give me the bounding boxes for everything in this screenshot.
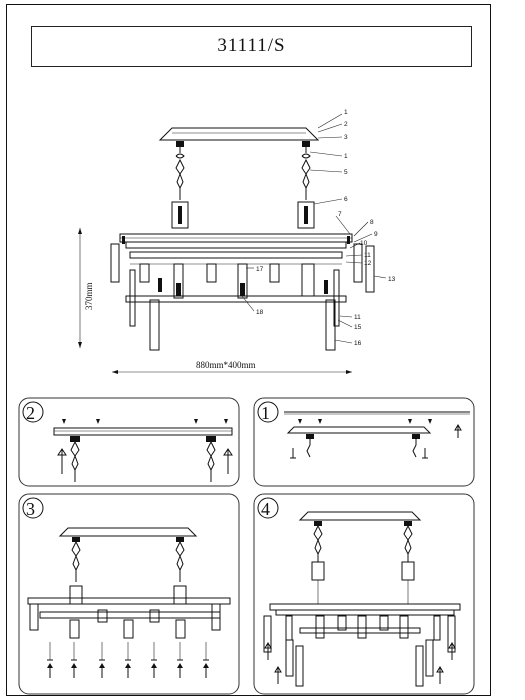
step-number: 1 — [261, 403, 270, 423]
part-label: 11 — [354, 314, 361, 321]
lamp-holders — [139, 263, 315, 299]
part-label: 18 — [256, 309, 264, 316]
step-1-panel: 1 — [253, 397, 475, 487]
part-label: 9 — [374, 231, 378, 238]
chain-left — [171, 141, 189, 229]
width-dimension: 880mm*400mm — [112, 360, 352, 374]
step-3-panel: 3 — [18, 493, 240, 695]
upper-frame — [119, 233, 353, 249]
glass-panel-lower-left — [149, 299, 160, 351]
part-label: 16 — [354, 340, 362, 347]
part-label: 17 — [256, 266, 264, 273]
height-dimension: 370mm — [78, 228, 94, 348]
width-dimension-label: 880mm*400mm — [196, 360, 256, 370]
inner-bar — [129, 251, 343, 259]
step-number: 3 — [26, 499, 35, 519]
lower-frame — [125, 269, 347, 327]
title-box: 31111/S — [31, 26, 472, 67]
ceiling-canopy — [158, 127, 320, 141]
part-label: 6 — [344, 196, 348, 203]
part-label: 10 — [360, 240, 368, 247]
part-label: 8 — [370, 219, 374, 226]
part-label: 11 — [364, 252, 371, 259]
part-label: 12 — [364, 260, 372, 267]
glass-panel-lower-right — [325, 299, 336, 351]
part-label: 15 — [354, 324, 362, 331]
part-label: 1 — [344, 109, 348, 116]
step-number: 4 — [261, 499, 270, 519]
part-label: 1 — [344, 153, 348, 160]
height-dimension-label: 370mm — [84, 282, 94, 310]
chain-right — [297, 141, 315, 229]
drawing-sheet — [6, 4, 491, 696]
main-drawing: 370mm 880mm*400mm 1 — [78, 109, 396, 374]
part-callouts: 1 2 3 1 5 6 7 8 9 10 11 12 13 17 18 11 1… — [241, 109, 396, 347]
step-2-panel: 2 — [18, 397, 240, 487]
glass-panel-right-far — [365, 245, 375, 293]
part-label: 5 — [344, 169, 348, 176]
step-4-panel: 4 — [253, 493, 475, 695]
model-number-title: 31111/S — [217, 35, 286, 56]
part-label: 7 — [338, 211, 342, 218]
part-label: 13 — [388, 276, 396, 283]
part-label: 2 — [344, 121, 348, 128]
part-label: 3 — [344, 134, 348, 141]
glass-panel-left-outer — [110, 243, 120, 283]
step-number: 2 — [26, 403, 35, 423]
